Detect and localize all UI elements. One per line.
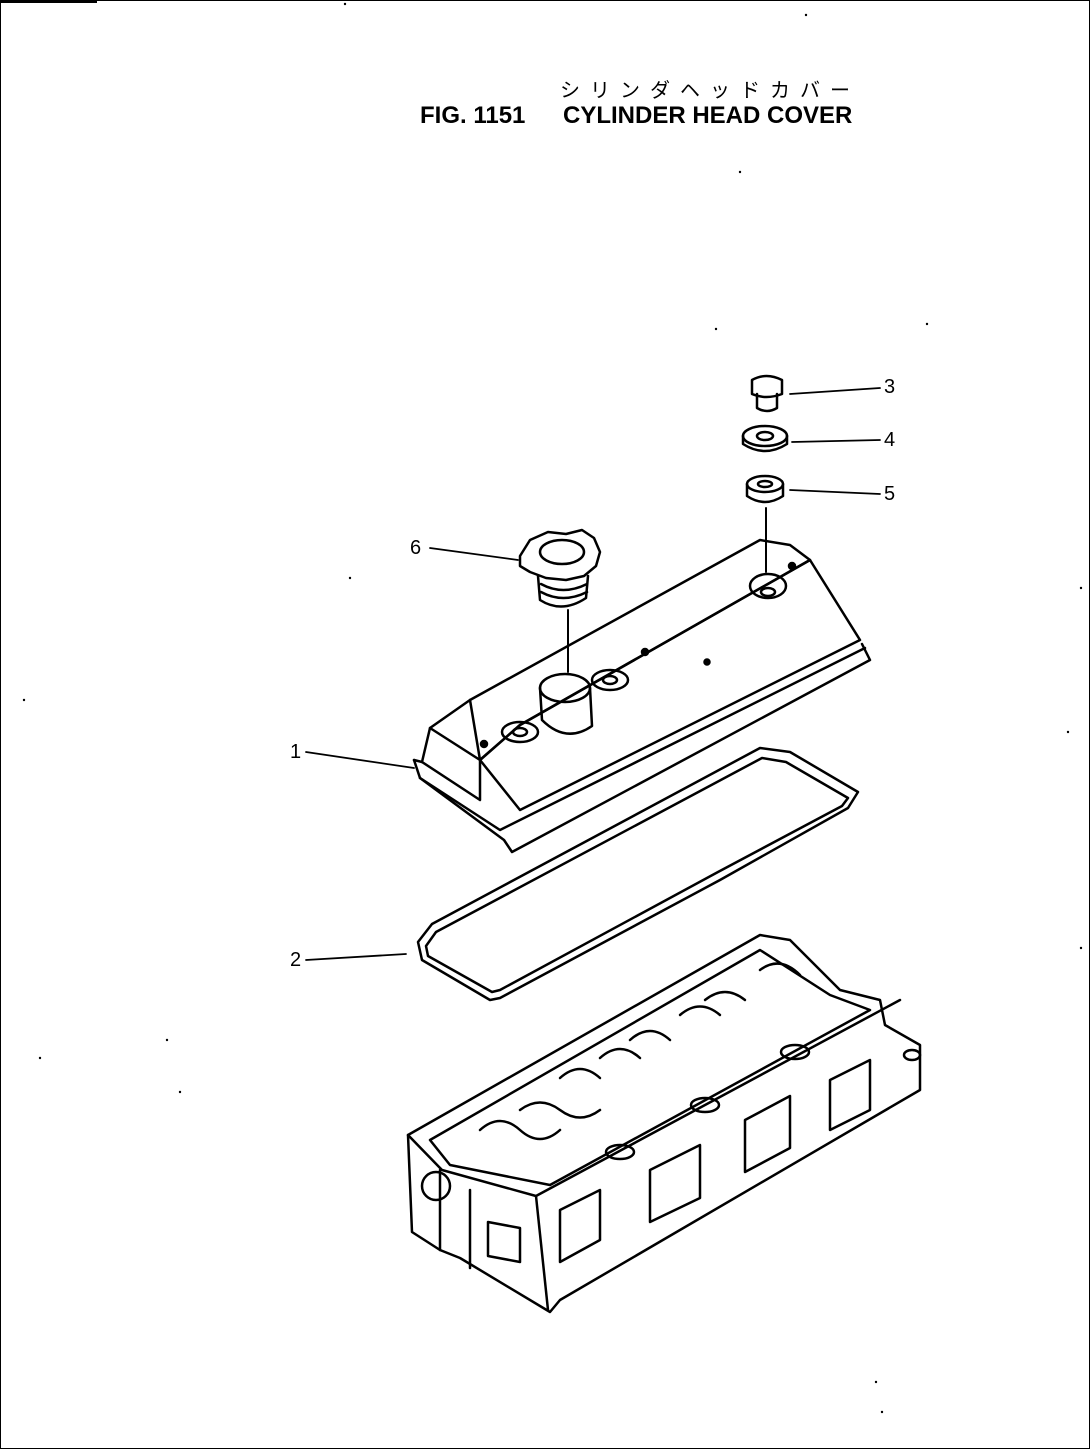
callout-1: 1 [290,741,302,763]
figure-title: CYLINDER HEAD COVER [563,102,853,129]
figure-number: FIG. 1151 [420,102,526,129]
part-1-cylinder-head-cover [412,538,872,854]
cylinder-head [406,933,922,1314]
callout-4: 4 [884,429,896,451]
callout-3: 3 [884,376,896,398]
part-5-grommet [745,474,785,504]
leader-lines [305,387,881,961]
part-6-oil-filler-cap [518,528,602,608]
callout-6: 6 [410,537,422,559]
part-4-washer [741,424,789,453]
frame-corner-mark [0,0,97,3]
scan-specks [22,2,1083,1414]
callout-2: 2 [290,949,302,971]
part-2-gasket [416,746,860,1002]
title-kana: シリンダヘッドカバー [560,78,860,102]
part-3-plug-bolt [750,374,784,413]
callout-5: 5 [884,483,896,505]
